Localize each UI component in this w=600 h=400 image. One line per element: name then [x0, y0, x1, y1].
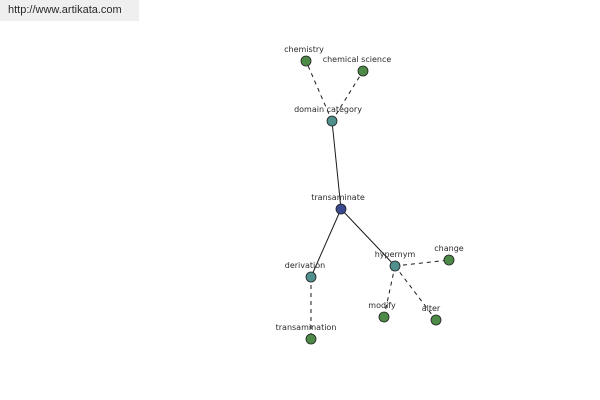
node-label: domain category	[294, 105, 362, 114]
node-label: hypernym	[375, 250, 416, 259]
node-marker[interactable]	[389, 260, 401, 272]
node-marker[interactable]	[378, 311, 390, 323]
node-chemical-science[interactable]: chemical science	[323, 55, 392, 77]
edge-transaminate-domain_category	[331, 120, 342, 210]
node-marker[interactable]	[335, 203, 347, 215]
edge-hypernym-alter	[394, 265, 437, 321]
node-alter[interactable]: alter	[422, 304, 442, 326]
node-domain-category[interactable]: domain category	[294, 105, 362, 127]
node-label: transaminate	[311, 193, 365, 202]
source-url-banner[interactable]: http://www.artikata.com	[0, 0, 139, 21]
edge-domain_category-chemistry	[305, 60, 333, 122]
edge-hypernym-modify	[383, 265, 396, 318]
node-label: derivation	[285, 261, 325, 270]
node-transamination[interactable]: transamination	[276, 323, 337, 345]
node-marker[interactable]	[430, 314, 442, 326]
node-transaminate[interactable]: transaminate	[311, 193, 365, 215]
node-marker[interactable]	[326, 115, 338, 127]
edge-domain_category-chemical_science	[331, 70, 364, 122]
node-modify[interactable]: modify	[368, 301, 396, 323]
node-label: alter	[422, 304, 441, 313]
node-marker[interactable]	[300, 55, 312, 67]
node-chemistry[interactable]: chemistry	[284, 45, 324, 67]
edges-layer	[305, 60, 450, 339]
node-hypernym[interactable]: hypernym	[375, 250, 416, 272]
edge-hypernym-change	[394, 259, 450, 267]
node-label: change	[434, 244, 464, 253]
node-marker[interactable]	[305, 333, 317, 345]
edge-transaminate-hypernym	[340, 208, 396, 267]
nodes-layer: transaminate domain category derivation hyp…	[276, 45, 464, 345]
node-marker[interactable]	[443, 254, 455, 266]
node-label: chemical science	[323, 55, 392, 64]
edge-transaminate-derivation	[310, 208, 342, 278]
node-marker[interactable]	[305, 271, 317, 283]
node-label: modify	[368, 301, 396, 310]
node-derivation[interactable]: derivation	[285, 261, 325, 283]
node-label: chemistry	[284, 45, 324, 54]
node-label: transamination	[276, 323, 337, 332]
node-marker[interactable]	[357, 65, 369, 77]
node-change[interactable]: change	[434, 244, 464, 266]
